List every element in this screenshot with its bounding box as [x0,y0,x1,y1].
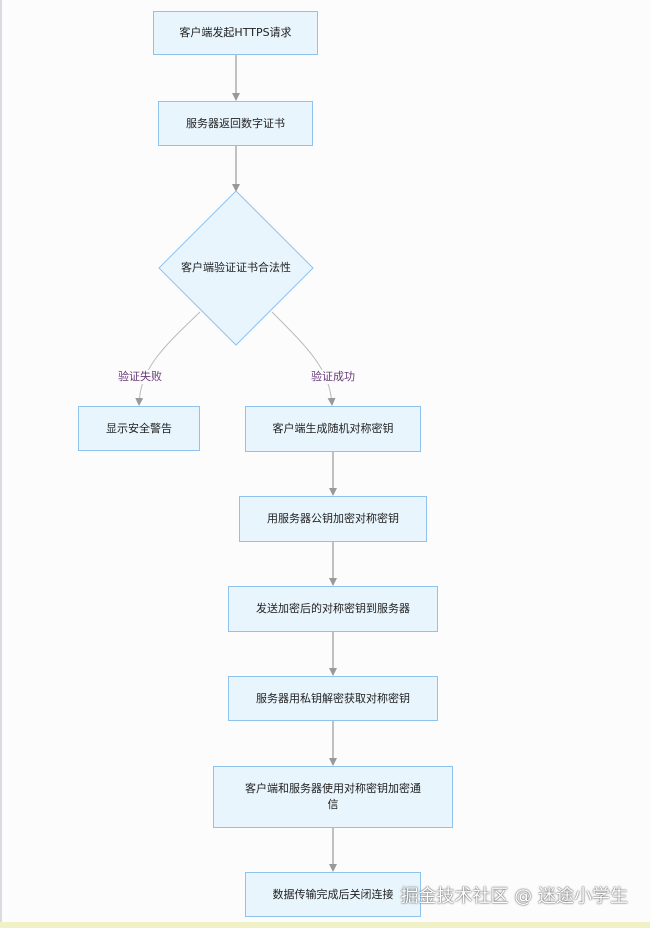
node-client-request: 客户端发起HTTPS请求 [153,11,318,55]
node-client-request-label: 客户端发起HTTPS请求 [179,26,292,39]
node-security-warning: 显示安全警告 [78,406,200,451]
node-server-certificate: 服务器返回数字证书 [158,101,313,146]
node-decrypt-key-label: 服务器用私钥解密获取对称密钥 [256,691,410,705]
bottom-highlight-band [0,922,650,928]
node-decrypt-key: 服务器用私钥解密获取对称密钥 [228,676,438,721]
node-symmetric-communication: 客户端和服务器使用对称密钥加密通 信 [213,766,453,828]
node-generate-key: 客户端生成随机对称密钥 [245,406,421,452]
decision-label: 客户端验证证书合法性 [181,261,291,274]
node-send-key-label: 发送加密后的对称密钥到服务器 [256,602,410,615]
node-close-connection: 数据传输完成后关闭连接 [245,872,421,917]
decision-diamond [158,190,314,346]
node-send-key: 发送加密后的对称密钥到服务器 [228,586,438,632]
edge-n3-n5 [271,311,336,406]
node-encrypt-key: 用服务器公钥加密对称密钥 [239,496,427,542]
edge-label-fail: 验证失败 [116,370,164,384]
node-security-warning-label: 显示安全警告 [106,421,172,435]
watermark-text: 掘金技术社区 @ 迷途小学生 [400,886,628,907]
node-server-certificate-label: 服务器返回数字证书 [186,116,285,130]
edge-label-success: 验证成功 [309,370,357,384]
edge-n3-n4 [135,311,201,406]
node-symmetric-communication-line2: 信 [327,798,339,811]
node-symmetric-communication-line1: 客户端和服务器使用对称密钥加密通 [245,782,421,795]
node-close-connection-label: 数据传输完成后关闭连接 [272,887,394,901]
node-generate-key-label: 客户端生成随机对称密钥 [272,422,394,435]
left-border [0,0,2,928]
node-encrypt-key-label: 用服务器公钥加密对称密钥 [267,512,399,525]
